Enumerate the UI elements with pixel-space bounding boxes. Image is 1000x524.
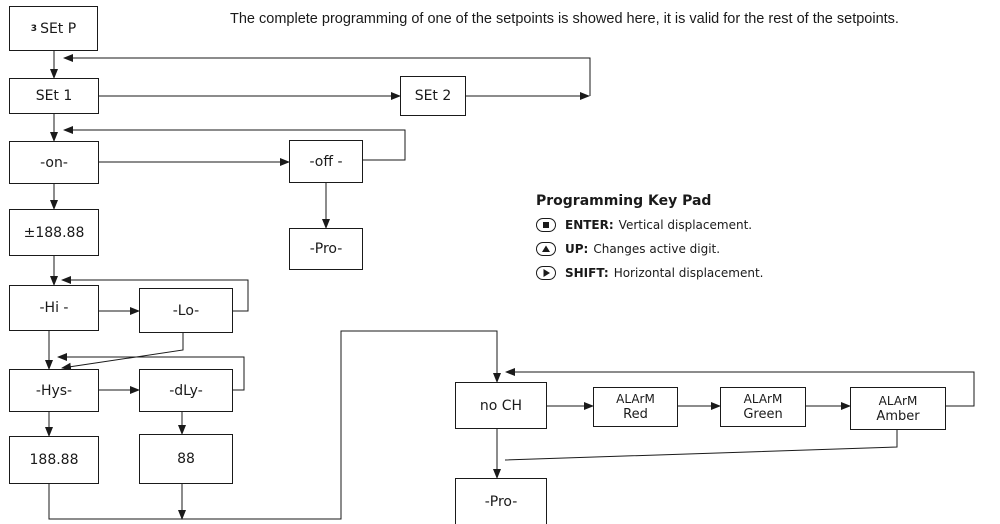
hys-box: -Hys-: [9, 369, 99, 412]
no-ch-box: no CH: [455, 382, 547, 429]
key-pad-title: Programming Key Pad: [536, 193, 712, 209]
alarm-green-title: ALArM: [743, 392, 783, 406]
hys-value-box: 188.88: [9, 436, 99, 484]
key-up: UP: Changes active digit.: [536, 237, 763, 261]
alarm-amber-box: ALArM Amber: [850, 387, 946, 430]
alarm-green-box: ALArM Green: [720, 387, 806, 427]
dly-box: -dLy-: [139, 369, 233, 412]
loop-return-off: [63, 126, 406, 161]
alarm-red-title: ALArM: [616, 392, 655, 406]
key-enter-name: ENTER:: [565, 218, 614, 232]
on-box: -on-: [9, 141, 99, 184]
alarm-amber-color: Amber: [876, 408, 920, 424]
set2-box: SEt 2: [400, 76, 466, 116]
arrow-lo-hys: [61, 333, 184, 371]
alarm-red-box: ALArM Red: [593, 387, 678, 427]
set-p-box: 3 SEt P: [9, 6, 98, 51]
off-box: -off -: [289, 140, 363, 183]
key-shift-desc: Horizontal displacement.: [613, 266, 764, 280]
loop-return-lo: [61, 276, 249, 312]
key-shift-name: SHIFT:: [565, 266, 609, 280]
setpoint-note: The complete programming of one of the s…: [230, 11, 899, 27]
programming-key-pad: Programming Key Pad ENTER: Vertical disp…: [536, 193, 763, 285]
enter-key-icon: [536, 218, 556, 232]
route-to-noch: [48, 330, 501, 520]
key-up-desc: Changes active digit.: [593, 242, 721, 256]
loop-return-dly: [57, 353, 245, 391]
key-enter-desc: Vertical displacement.: [618, 218, 753, 232]
lo-box: -Lo-: [139, 288, 233, 333]
loop-return-amber: [505, 368, 975, 407]
set-p-label: SEt P: [40, 20, 77, 37]
value-box: ±188.88: [9, 209, 99, 256]
key-enter: ENTER: Vertical displacement.: [536, 213, 763, 237]
alarm-green-color: Green: [743, 407, 783, 422]
up-key-icon: [536, 242, 556, 256]
key-shift: SHIFT: Horizontal displacement.: [536, 261, 763, 285]
arrow-amber-pro: [504, 430, 898, 461]
set1-box: SEt 1: [9, 78, 99, 114]
pro-box-off: -Pro-: [289, 228, 363, 270]
alarm-red-color: Red: [623, 407, 648, 422]
loop-return-set2: [63, 54, 591, 96]
set-p-number: 3: [30, 23, 38, 34]
key-up-name: UP:: [565, 242, 589, 256]
hi-box: -Hi -: [9, 285, 99, 331]
dly-value-box: 88: [139, 434, 233, 484]
pro-box-end: -Pro-: [455, 478, 547, 524]
shift-key-icon: [536, 266, 556, 280]
alarm-amber-title: ALArM: [878, 393, 918, 408]
